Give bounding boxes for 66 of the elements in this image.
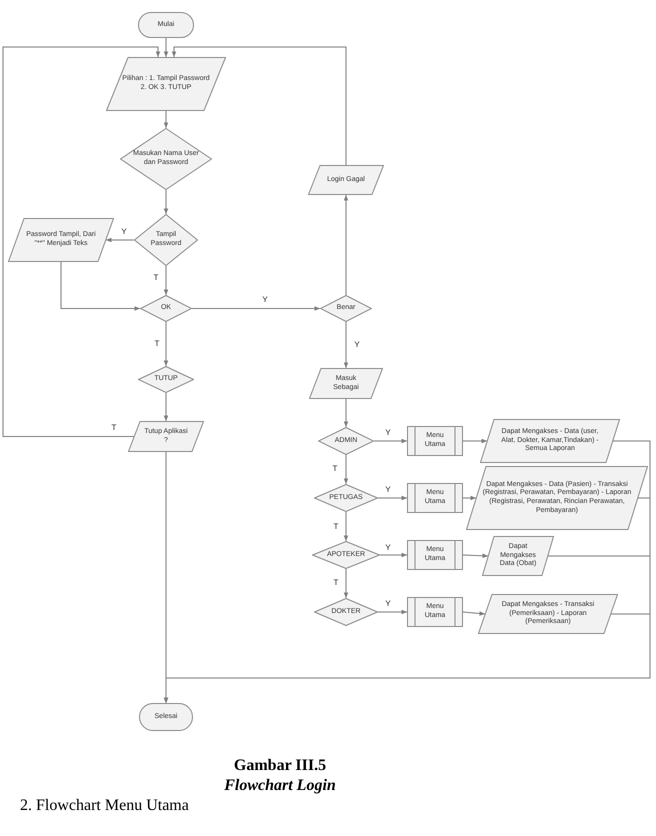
io-parallelogram — [480, 419, 620, 463]
decision-diamond — [134, 214, 198, 266]
decision-diamond — [312, 541, 380, 569]
edge-label: T — [332, 523, 340, 531]
io-parallelogram — [309, 368, 383, 399]
arrow — [462, 611, 486, 616]
arrow — [344, 568, 348, 598]
arrow — [60, 262, 140, 311]
arrow — [344, 398, 348, 428]
edge-label: Y — [261, 296, 269, 304]
arrow — [164, 38, 168, 58]
decision-diamond — [140, 295, 192, 322]
io-parallelogram — [128, 421, 204, 452]
arrow — [172, 46, 346, 166]
arrow — [106, 238, 134, 242]
arrow — [164, 392, 168, 422]
edge-label: T — [152, 274, 160, 282]
arrow — [344, 512, 348, 542]
edge-label: Y — [120, 228, 128, 236]
io-parallelogram — [466, 466, 648, 530]
arrow — [344, 194, 348, 296]
figure-caption: Gambar III.5 — [232, 756, 328, 776]
arrow — [164, 190, 168, 214]
io-parallelogram — [478, 594, 618, 634]
edge-label: T — [332, 579, 340, 587]
io-parallelogram — [8, 218, 114, 262]
section-heading: 2. Flowchart Menu Utama — [20, 796, 189, 816]
edge-label: T — [332, 465, 338, 473]
edge-label: Y — [384, 544, 392, 552]
decision-diamond — [120, 128, 212, 190]
arrow — [164, 322, 168, 366]
arrow — [462, 554, 488, 558]
decision-diamond — [314, 484, 378, 512]
predefined-process-box — [407, 597, 463, 627]
decision-diamond — [318, 427, 374, 455]
terminator — [138, 12, 194, 38]
io-parallelogram — [482, 536, 554, 576]
arrow — [164, 110, 168, 128]
arrow — [380, 552, 408, 558]
arrow — [378, 496, 408, 500]
decision-diamond — [320, 295, 372, 322]
arrow — [192, 306, 320, 311]
edge-label: Y — [353, 341, 361, 349]
decision-diamond — [314, 598, 378, 626]
arrow — [374, 438, 408, 444]
predefined-process-box — [407, 426, 463, 456]
decision-diamond — [138, 366, 194, 393]
edge-label: Y — [384, 429, 392, 437]
figure-caption: Flowchart Login — [223, 776, 337, 796]
terminator — [139, 703, 193, 731]
arrow — [462, 496, 476, 500]
arrow — [344, 454, 348, 484]
io-parallelogram — [308, 165, 384, 195]
edge-label: T — [154, 340, 160, 348]
arrow — [462, 438, 488, 444]
edge-label: T — [110, 424, 118, 432]
predefined-process-box — [407, 483, 463, 513]
arrow — [164, 614, 650, 704]
edge-label: Y — [384, 600, 392, 608]
arrow — [344, 322, 348, 368]
io-parallelogram — [106, 57, 226, 111]
predefined-process-box — [407, 540, 463, 570]
edge-label: Y — [384, 486, 392, 494]
arrow — [378, 610, 408, 614]
arrow — [164, 266, 168, 296]
arrow — [2, 46, 160, 437]
